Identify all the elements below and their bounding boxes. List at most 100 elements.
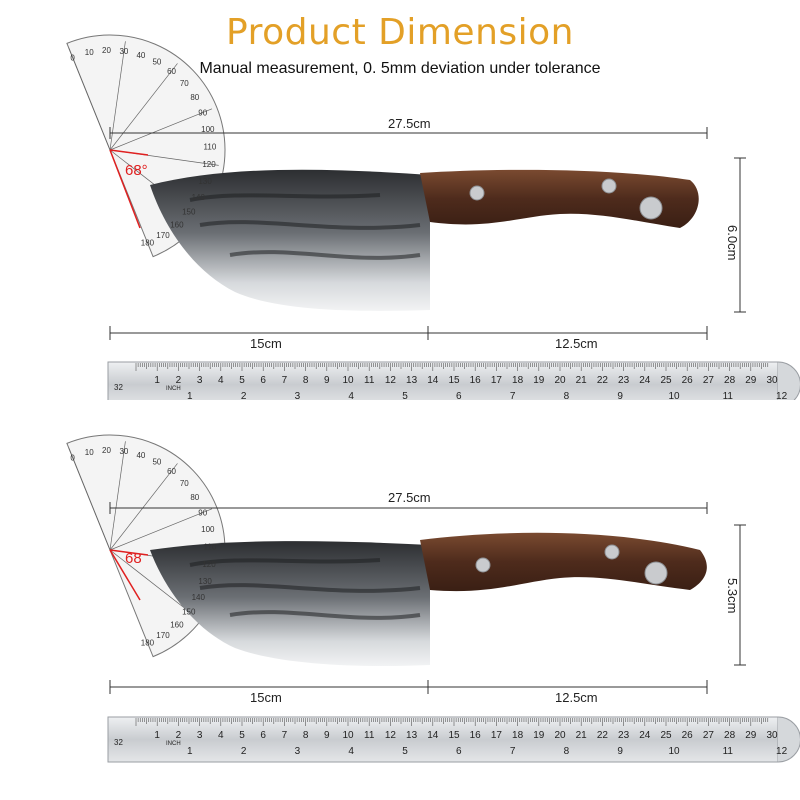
protractor-label: 140	[192, 593, 206, 602]
ruler-cm-label: 16	[470, 730, 482, 741]
protractor-label: 70	[180, 79, 189, 88]
ruler-inch-label: 2	[241, 746, 247, 757]
protractor-label: 120	[202, 560, 216, 569]
ruler-cm-label: 25	[660, 375, 672, 386]
ruler-cm-label: 12	[385, 730, 397, 741]
ruler-cm-label: 1	[154, 730, 160, 741]
ruler-cm-label: 11	[364, 730, 375, 741]
ruler-cm-label: 17	[491, 730, 503, 741]
ruler-inch-label: 11	[723, 391, 734, 400]
protractor-label: 70	[180, 479, 189, 488]
ruler-cm-label: 6	[260, 375, 266, 386]
ruler-cm-label: 27	[703, 730, 715, 741]
ruler-cm-label: 3	[197, 730, 203, 741]
ruler-cm-label: 25	[660, 730, 672, 741]
ruler-cm-label: 20	[554, 375, 566, 386]
ruler-cm-label: 21	[576, 730, 588, 741]
knife-2-blade	[150, 541, 430, 667]
handle-length-label: 12.5cm	[555, 336, 598, 351]
protractor-label: 140	[192, 193, 206, 202]
protractor-label: 100	[201, 125, 215, 134]
protractor-label: 0	[70, 453, 75, 462]
knife-1-blade	[150, 169, 430, 311]
ruler-cm-label: 12	[385, 375, 397, 386]
angle-label: 68	[125, 550, 142, 567]
ruler-inch-label: 4	[348, 391, 354, 400]
ruler-cm-label: 27	[703, 375, 715, 386]
ruler-cm-label: 28	[724, 375, 736, 386]
ruler-cm-label: 24	[639, 730, 651, 741]
blade-length-label: 15cm	[250, 336, 282, 351]
ruler-inch-label: 6	[456, 746, 462, 757]
protractor-label: 180	[141, 239, 155, 248]
ruler-cm-label: 30	[766, 375, 778, 386]
ruler-inch-label: 7	[510, 746, 516, 757]
protractor-label: 100	[201, 525, 215, 534]
protractor-label: 120	[202, 160, 216, 169]
ruler-cm-label: 23	[618, 375, 630, 386]
angle-label: 68°	[125, 162, 148, 179]
ruler-cm-label: 13	[406, 375, 418, 386]
ruler-inch-label: 5	[402, 391, 408, 400]
ruler-cm-label: 16	[470, 375, 482, 386]
protractor-label: 90	[198, 109, 207, 118]
ruler-cm-label: 29	[745, 375, 757, 386]
knife-2-handle	[420, 532, 707, 592]
ruler-cm-label: 21	[576, 375, 588, 386]
protractor-label: 20	[102, 446, 111, 455]
ruler-inch-label: 12	[776, 391, 788, 400]
protractor-label: 130	[198, 177, 212, 186]
ruler-inch-label: 9	[617, 391, 623, 400]
ruler-cm-label: 24	[639, 375, 651, 386]
ruler-cm-label: 30	[766, 730, 778, 741]
protractor-label: 150	[182, 608, 196, 617]
ruler-inch-label: 12	[776, 746, 788, 757]
protractor-label: 10	[85, 48, 94, 57]
ruler-1	[107, 361, 800, 400]
ruler-inch-label: 7	[510, 391, 516, 400]
protractor-label: 50	[152, 58, 161, 67]
ruler-inch-label: 4	[348, 746, 354, 757]
ruler-inch-label: 3	[295, 391, 301, 400]
protractor-label: 20	[102, 46, 111, 55]
ruler-cm-label: 15	[448, 375, 460, 386]
ruler-cm-label: 4	[218, 730, 224, 741]
ruler-cm-label: 9	[324, 730, 330, 741]
ruler-cm-label: 15	[448, 730, 460, 741]
ruler-cm-label: 18	[512, 375, 524, 386]
page-title: Product Dimension	[226, 12, 574, 53]
ruler-inch-word: INCH	[166, 741, 181, 747]
protractor-label: 160	[170, 620, 184, 629]
protractor-label: 80	[190, 93, 199, 102]
ruler-inch-label: 1	[187, 391, 193, 400]
ruler-cm-label: 8	[303, 375, 309, 386]
ruler-cm-label: 5	[239, 375, 245, 386]
ruler-cm-label: 7	[282, 375, 288, 386]
page-subtitle: Manual measurement, 0. 5mm deviation und…	[199, 60, 601, 77]
protractor-label: 50	[152, 458, 161, 467]
ruler-cm-label: 17	[491, 375, 503, 386]
protractor-label: 30	[119, 47, 128, 56]
ruler-cm-label: 6	[260, 730, 266, 741]
ruler-cm-label: 28	[724, 730, 736, 741]
ruler-cm-label: 19	[533, 375, 545, 386]
ruler-cm-label: 8	[303, 730, 309, 741]
ruler-cm-label: 7	[282, 730, 288, 741]
ruler-inch-label: 8	[564, 746, 570, 757]
ruler-cm-label: 11	[364, 375, 375, 386]
ruler-cm-label: 10	[342, 730, 354, 741]
protractor-label: 10	[85, 448, 94, 457]
protractor-label: 170	[156, 231, 170, 240]
protractor-label: 60	[167, 467, 176, 476]
handle-length-label: 12.5cm	[555, 690, 598, 705]
ruler-inch-label: 8	[564, 391, 570, 400]
ruler-cm-label: 26	[682, 375, 694, 386]
total-length-label: 27.5cm	[388, 116, 431, 131]
ruler-cm-label: 22	[597, 375, 609, 386]
protractor-label: 110	[204, 143, 217, 152]
protractor-label: 180	[141, 639, 155, 648]
ruler-inch-word: INCH	[166, 386, 181, 392]
